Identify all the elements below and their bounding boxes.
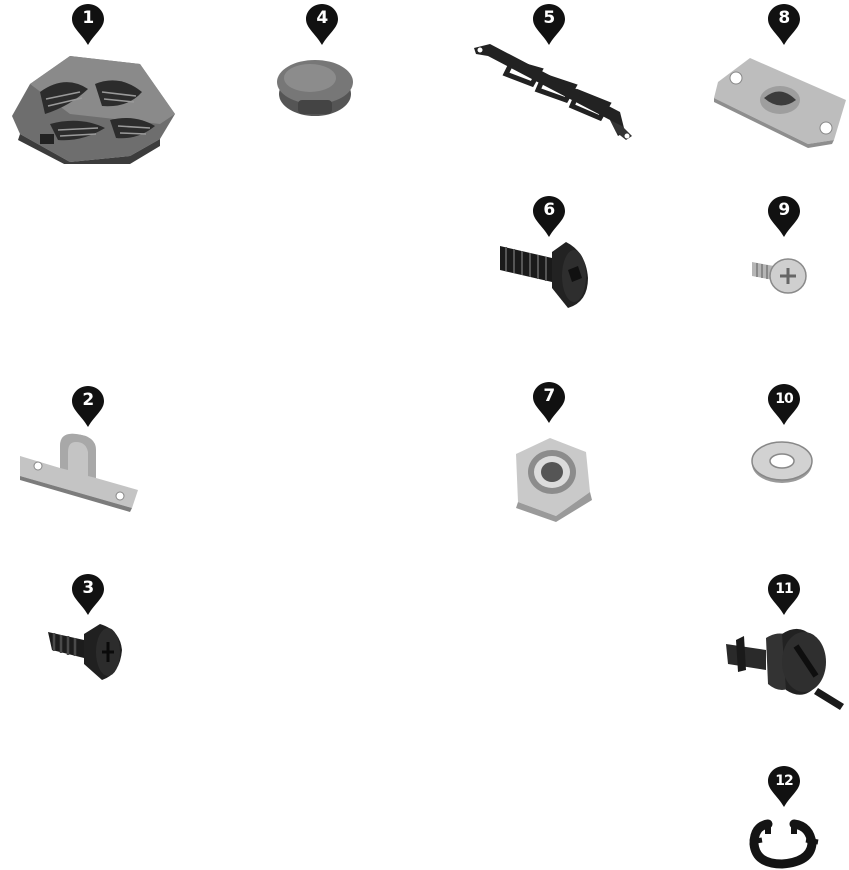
callout-number: 5 [533, 8, 565, 28]
callout-number: 9 [768, 200, 800, 220]
countersunk-bolt-icon [494, 238, 594, 312]
callout-number: 3 [72, 578, 104, 598]
quick-release-fastener-icon [722, 614, 849, 712]
callout-marker-11: 11 [768, 574, 800, 616]
callout-marker-7: 7 [533, 382, 565, 424]
callout-number: 4 [306, 8, 338, 28]
callout-marker-6: 6 [533, 196, 565, 238]
callout-marker-9: 9 [768, 196, 800, 238]
callout-marker-8: 8 [768, 4, 800, 46]
callout-marker-4: 4 [306, 4, 338, 46]
circlip-icon [748, 818, 820, 870]
callout-number: 12 [768, 771, 800, 791]
callout-number: 11 [768, 579, 800, 599]
self-tapping-screw-icon [44, 618, 126, 682]
callout-marker-2: 2 [72, 386, 104, 428]
callout-marker-10: 10 [768, 384, 800, 426]
rubber-plug-icon [270, 52, 360, 122]
callout-marker-12: 12 [768, 766, 800, 808]
callout-number: 8 [768, 8, 800, 28]
callout-number: 2 [72, 390, 104, 410]
callout-marker-1: 1 [72, 4, 104, 46]
slotted-plate-icon [712, 50, 849, 150]
frame-strut-icon [470, 40, 640, 150]
phillips-screw-icon [748, 252, 810, 302]
carrier-plate-icon [10, 44, 180, 164]
callout-number: 6 [533, 200, 565, 220]
callout-number: 7 [533, 386, 565, 406]
metal-bracket-icon [16, 426, 142, 516]
callout-marker-3: 3 [72, 574, 104, 616]
callout-number: 10 [768, 389, 800, 409]
washer-icon [750, 438, 814, 486]
callout-number: 1 [72, 8, 104, 28]
lock-nut-icon [500, 432, 600, 524]
